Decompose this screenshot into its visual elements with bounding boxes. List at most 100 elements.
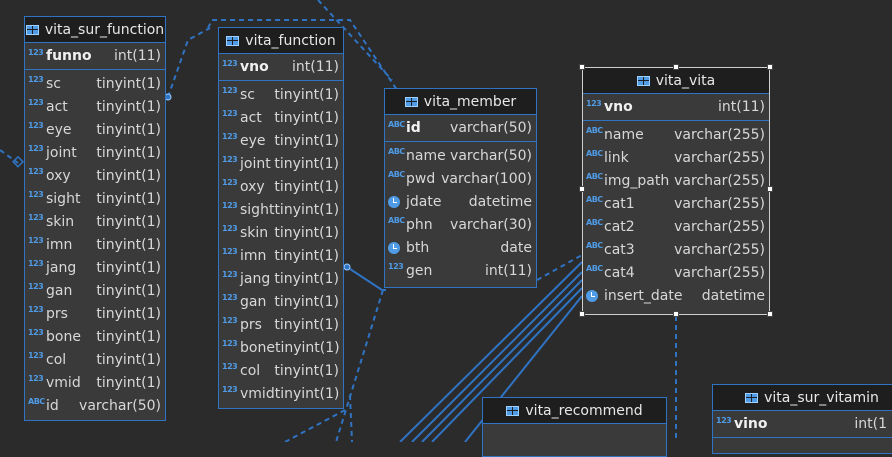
column-name: eye — [46, 121, 72, 138]
resize-handle-top[interactable] — [673, 64, 679, 70]
column-type: tinyint(1) — [274, 86, 339, 103]
table-vita-recommend[interactable]: vita_recommend — [482, 397, 667, 457]
link-left-edge-end — [11, 155, 25, 168]
column-name: imn — [240, 247, 267, 264]
link-top-right — [317, 0, 393, 81]
resize-handle-top-left[interactable] — [579, 64, 585, 70]
column-type-icon: 123 — [28, 282, 44, 291]
resize-handle-bottom-left[interactable] — [579, 311, 585, 317]
column-type: tinyint(1) — [96, 305, 161, 322]
column-type: tinyint(1) — [274, 224, 339, 241]
table-header[interactable]: vita_sur_function — [25, 17, 165, 43]
column-name: vno — [240, 59, 269, 75]
column-type-icon: 123 — [28, 47, 44, 57]
link-function-dot — [343, 263, 351, 271]
column-name: name — [604, 126, 644, 143]
table-header[interactable]: vita_vita — [583, 68, 769, 94]
column-type: tinyint(1) — [274, 270, 339, 287]
resize-handle-right[interactable] — [767, 186, 773, 192]
column-type: int(11) — [114, 48, 161, 64]
resize-handle-left[interactable] — [579, 186, 585, 192]
table-header[interactable]: vita_sur_vitamin — [713, 385, 892, 411]
column-type: tinyint(1) — [96, 282, 161, 299]
column-type-icon: 123 — [222, 201, 238, 210]
column-name: vmid — [240, 385, 275, 402]
column-type: int(11) — [718, 99, 765, 115]
relationship-lines — [0, 0, 677, 442]
table-header[interactable]: vita_function — [219, 28, 343, 54]
table-icon — [636, 75, 650, 86]
table-header[interactable]: vita_member — [385, 89, 536, 115]
resize-handle-bottom-right[interactable] — [767, 311, 773, 317]
column-name: phn — [406, 216, 433, 233]
column-name: bone — [46, 328, 81, 345]
resize-handle-top-right[interactable] — [767, 64, 773, 70]
column-name: sc — [46, 75, 61, 92]
column-type: tinyint(1) — [274, 293, 339, 310]
resize-handle-bottom[interactable] — [673, 311, 679, 317]
column-name: insert_date — [604, 287, 683, 304]
table-header[interactable]: vita_recommend — [483, 398, 666, 424]
column-type: varchar(255) — [674, 149, 765, 166]
column-type-icon: 123 — [28, 351, 44, 360]
column-type-icon: 123 — [222, 224, 238, 233]
column-type-icon: 123 — [222, 155, 238, 164]
column-type-icon: ABC — [586, 149, 603, 158]
column-type-icon: ABC — [388, 119, 405, 129]
